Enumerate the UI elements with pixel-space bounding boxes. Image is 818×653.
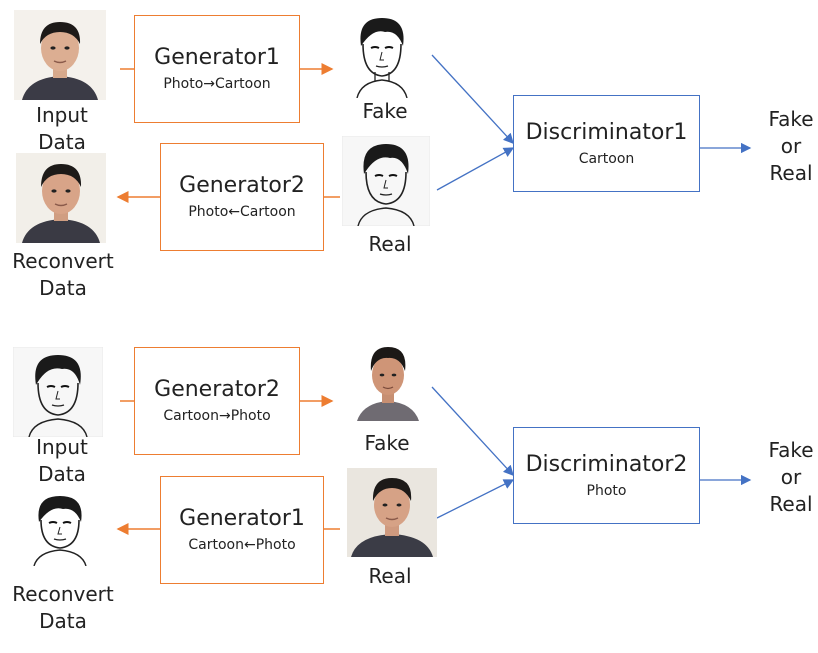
connector-arrows — [116, 54, 752, 203]
generator-title: Generator2 — [179, 173, 305, 198]
reconvert-data-label: Reconvert Data — [12, 249, 114, 300]
arrow-fake-to-discriminator — [431, 386, 514, 476]
input-data-label: Input Data — [36, 103, 88, 154]
fake-cartoon-image — [343, 10, 421, 98]
generator2-box: Generator2 Photo←Cartoon — [160, 143, 324, 251]
fake-label: Fake — [362, 99, 408, 123]
connector-arrows — [116, 386, 752, 535]
generator-direction: Photo→Cartoon — [163, 76, 271, 92]
generator1-box: Generator1 Cartoon←Photo — [160, 476, 324, 584]
result-label: Fake or Real — [768, 438, 814, 516]
discriminator-title: Discriminator1 — [525, 119, 688, 145]
generator2-box: Generator2 Cartoon→Photo — [134, 347, 300, 455]
section-bottom: Input Data Generator2 Cartoon→Photo Fake… — [0, 333, 818, 653]
generator1-box: Generator1 Photo→Cartoon — [134, 15, 300, 123]
result-label: Fake or Real — [768, 107, 814, 185]
discriminator-title: Discriminator2 — [525, 451, 688, 477]
generator-title: Generator1 — [154, 45, 280, 70]
real-label: Real — [368, 232, 412, 256]
reconvert-cartoon-image — [22, 490, 98, 566]
generator-direction: Photo←Cartoon — [188, 204, 296, 220]
fake-photo-image — [357, 341, 419, 421]
real-label: Real — [368, 564, 412, 588]
arrow-real-to-discriminator — [436, 479, 515, 519]
real-photo-image — [347, 468, 437, 557]
generator-direction: Cartoon→Photo — [163, 408, 271, 424]
discriminator-domain: Cartoon — [578, 150, 635, 167]
generator-title: Generator1 — [179, 506, 305, 531]
arrow-fake-to-discriminator — [431, 54, 514, 144]
real-cartoon-image — [342, 136, 430, 226]
fake-label: Fake — [364, 431, 410, 455]
reconvert-photo-image — [16, 153, 106, 243]
input-photo-image — [14, 10, 106, 100]
reconvert-data-label: Reconvert Data — [12, 582, 114, 633]
discriminator1-box: Discriminator1 Cartoon — [513, 95, 700, 192]
input-data-label: Input Data — [36, 435, 88, 486]
arrow-real-to-discriminator — [436, 147, 515, 191]
section-top: Input Data Generator1 Photo→Cartoon Fake… — [0, 0, 818, 320]
generator-title: Generator2 — [154, 377, 280, 402]
generator-direction: Cartoon←Photo — [188, 537, 296, 553]
discriminator-domain: Photo — [586, 482, 627, 499]
discriminator2-box: Discriminator2 Photo — [513, 427, 700, 524]
input-cartoon-image — [13, 347, 103, 437]
